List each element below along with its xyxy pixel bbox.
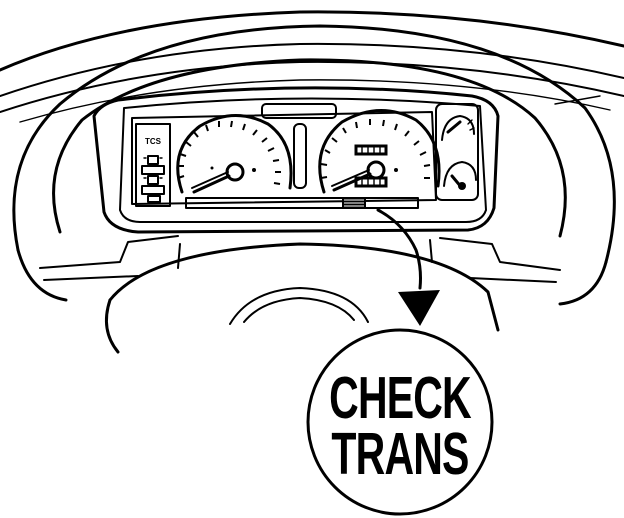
tcs-label: TCS <box>145 137 162 146</box>
check-trans-callout <box>306 328 494 516</box>
callout-line-2: TRANS <box>331 421 468 487</box>
speedometer-gauge <box>318 109 441 194</box>
right-gauge-panel <box>435 103 479 201</box>
warning-strip <box>185 197 419 209</box>
instrument-cluster <box>92 86 500 234</box>
callout-line-1: CHECK <box>329 365 472 431</box>
tachometer-gauge <box>176 114 293 194</box>
dashboard-top <box>0 10 624 123</box>
steering-column <box>39 235 561 354</box>
curved-arrow-icon <box>376 208 440 326</box>
steering-wheel <box>12 24 616 306</box>
